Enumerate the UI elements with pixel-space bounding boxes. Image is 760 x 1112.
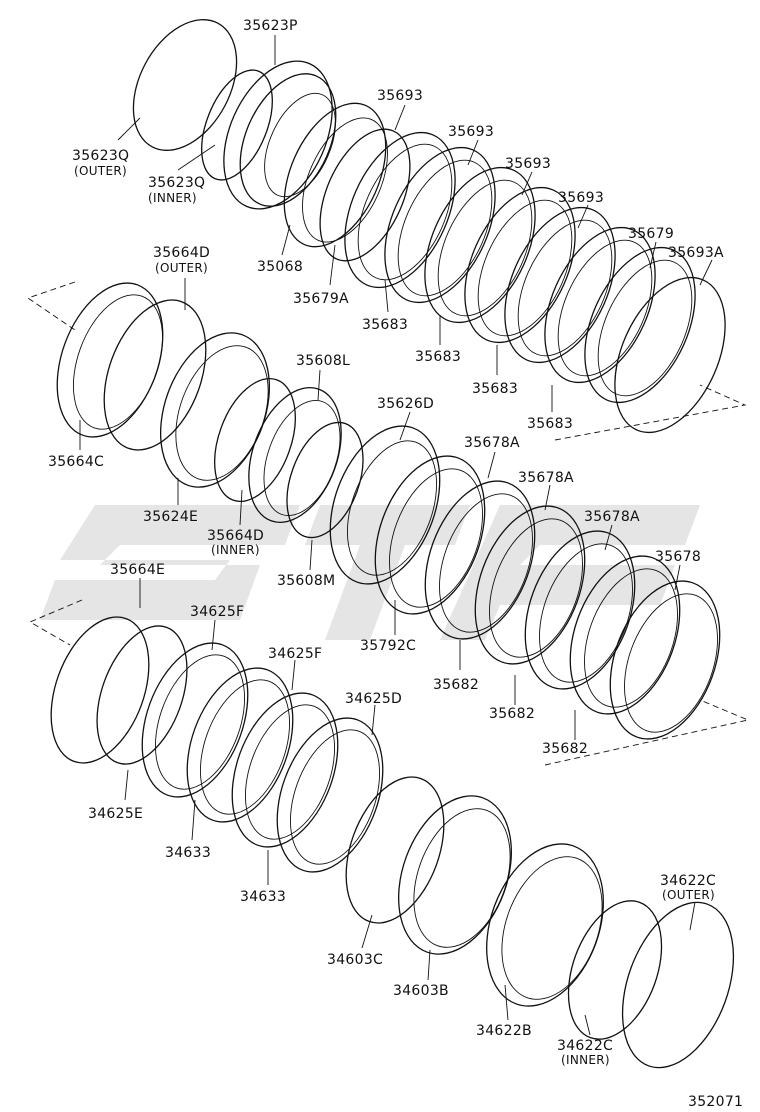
- part-label: 35679: [628, 226, 674, 242]
- part-label: 34622C: [557, 1038, 613, 1054]
- part-label: 35683: [472, 381, 518, 397]
- part-label: 34622C: [660, 873, 716, 889]
- part-label: 34625D: [345, 691, 402, 707]
- group-boundaries: [27, 281, 750, 766]
- part-label: 35664E: [110, 562, 165, 578]
- part-label: 34603B: [393, 983, 449, 999]
- part-note: (INNER): [211, 543, 260, 557]
- part-note: (OUTER): [662, 888, 715, 902]
- part-label: 34633: [240, 889, 286, 905]
- part-label: 35693: [377, 88, 423, 104]
- figure-code: 352071: [688, 1094, 743, 1110]
- part-label: 35623Q: [72, 148, 129, 164]
- part-label: 35693: [558, 190, 604, 206]
- part-note: (OUTER): [155, 261, 208, 275]
- part-label: 35683: [362, 317, 408, 333]
- row-2-parts: [56, 282, 721, 740]
- part-label: 34625E: [88, 806, 143, 822]
- part-note: (OUTER): [74, 164, 127, 178]
- part-labels: 35623P 35623Q (OUTER) 35623Q (INNER) 356…: [48, 18, 743, 1110]
- part-label: 34625F: [268, 646, 322, 662]
- part-label: 35664D: [207, 528, 264, 544]
- part-label: 35678A: [584, 509, 640, 525]
- watermark-logo: [40, 505, 700, 640]
- part-label: 35678A: [464, 435, 520, 451]
- part-label: 35693: [448, 124, 494, 140]
- part-note: (INNER): [561, 1053, 610, 1067]
- part-label: 34633: [165, 845, 211, 861]
- part-label: 35678A: [518, 470, 574, 486]
- part-label: 35679A: [293, 291, 349, 307]
- part-label: 35068: [257, 259, 303, 275]
- part-label: 35623Q: [148, 175, 205, 191]
- part-label: 35678: [655, 549, 701, 565]
- part-label: 35792C: [360, 638, 416, 654]
- part-label: 34603C: [327, 952, 383, 968]
- part-label: 35693A: [668, 245, 724, 261]
- row-1-parts: [132, 19, 726, 434]
- part-label: 35683: [527, 416, 573, 432]
- part-label: 35623P: [243, 18, 298, 34]
- leader-lines: [79, 35, 713, 1036]
- part-label: 35626D: [377, 396, 434, 412]
- part-label: 35682: [489, 706, 535, 722]
- part-label: 35608L: [296, 353, 350, 369]
- part-label: 35683: [415, 349, 461, 365]
- part-label: 35693: [505, 156, 551, 172]
- part-label: 35608M: [277, 573, 335, 589]
- part-note: (INNER): [148, 191, 197, 205]
- row-3-parts: [50, 616, 735, 1069]
- part-label: 35682: [542, 741, 588, 757]
- part-label: 35664D: [153, 245, 210, 261]
- part-label: 34622B: [476, 1023, 532, 1039]
- part-label: 35682: [433, 677, 479, 693]
- part-label: 34625F: [190, 604, 244, 620]
- part-label: 35624E: [143, 509, 198, 525]
- part-label: 35664C: [48, 454, 104, 470]
